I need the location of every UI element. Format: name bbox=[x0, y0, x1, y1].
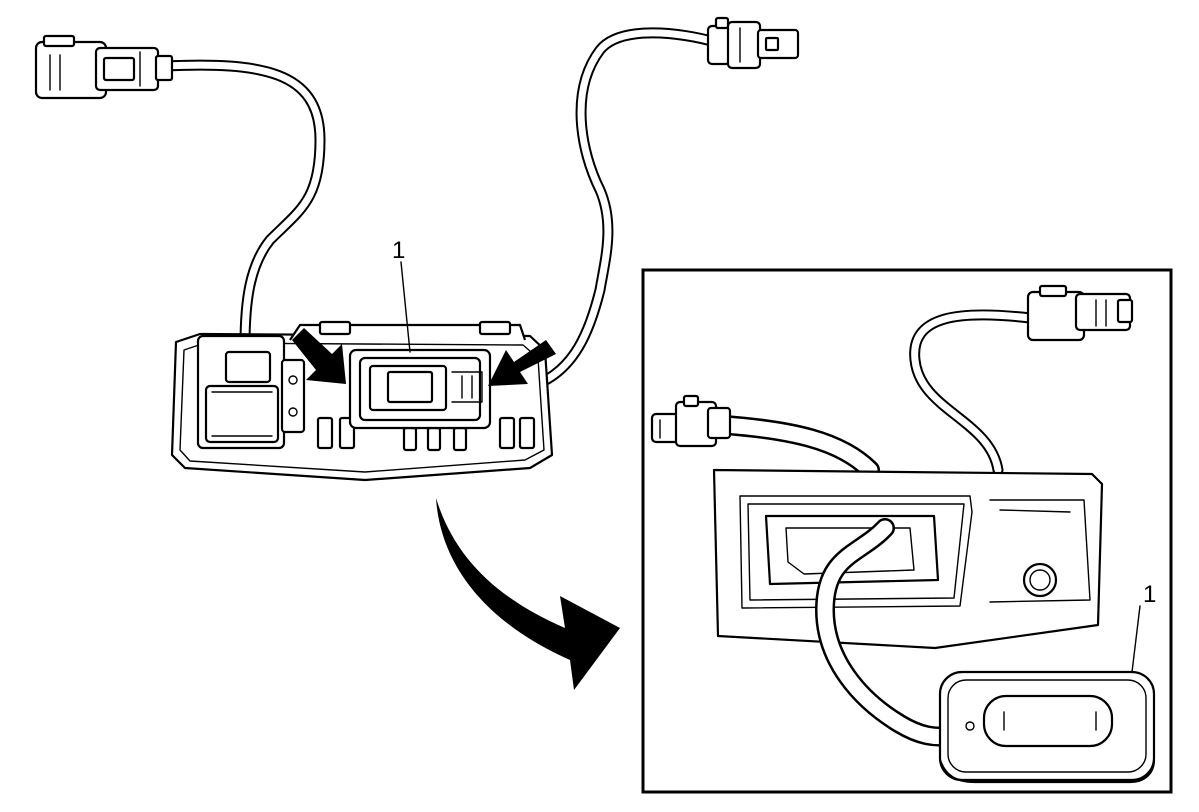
callout-1-main: 1 bbox=[392, 237, 411, 353]
inset-left-connector bbox=[650, 394, 732, 448]
inset-release-switch bbox=[938, 670, 1156, 784]
inset-upper-harness-cable bbox=[909, 309, 1036, 476]
left-harness-cable bbox=[159, 59, 326, 351]
release-switch-installed bbox=[348, 348, 492, 430]
left-harness-connector bbox=[34, 34, 174, 100]
callout-1-detail: 1 bbox=[1131, 581, 1156, 673]
release-tab-arrow-left bbox=[292, 328, 346, 384]
inset-left-harness-cable bbox=[715, 415, 880, 480]
right-harness-connector bbox=[706, 16, 800, 70]
inset-upper-connector bbox=[1026, 284, 1134, 342]
right-harness-cable bbox=[529, 27, 721, 391]
release-tab-arrow-right bbox=[488, 340, 556, 386]
callout-1-main-label: 1 bbox=[392, 237, 405, 264]
detail-inset: 1 bbox=[641, 268, 1173, 794]
view-transition-arrow bbox=[436, 498, 620, 690]
inset-switch-lead bbox=[815, 518, 960, 747]
main-view-assembly: 1 bbox=[34, 16, 800, 482]
callout-1-detail-label: 1 bbox=[1143, 581, 1156, 608]
inset-handle-housing bbox=[712, 468, 1104, 650]
